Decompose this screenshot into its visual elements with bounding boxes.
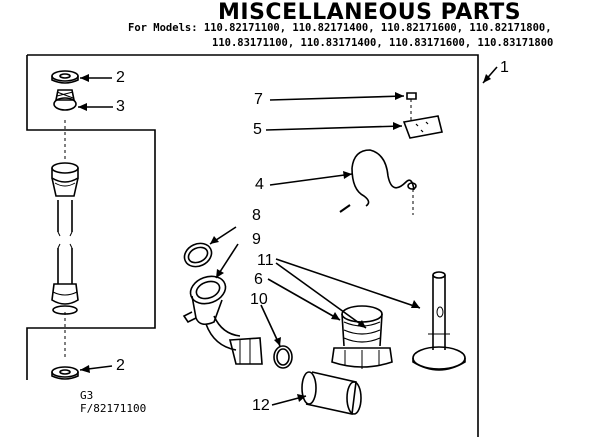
kit-enclosure-line (27, 54, 479, 437)
inlet-hose-part (51, 162, 79, 315)
leader-6 (267, 278, 341, 321)
filter-screen-part (53, 89, 77, 111)
page-title: MISCELLANEOUS PARTS (218, 0, 522, 25)
model-list-line-1: For Models: 110.82171100, 110.82171400, … (128, 22, 552, 34)
arrowhead-11-a (411, 300, 420, 308)
models-line-1: 110.82171100, 110.82171400, 110.82171600… (203, 22, 552, 34)
callout-12: 12 (252, 397, 270, 414)
arrowhead-12 (297, 394, 306, 402)
leader-11-b (275, 262, 367, 329)
washer-top-part (51, 70, 79, 84)
arrowhead-11-b (357, 320, 366, 328)
callout-8: 8 (252, 207, 261, 224)
callout-6: 6 (254, 271, 263, 288)
leader-7 (269, 95, 405, 101)
callout-5: 5 (253, 121, 262, 138)
callout-3: 3 (116, 98, 125, 115)
arrowhead-9 (216, 269, 224, 278)
o-ring-small-part (273, 345, 293, 369)
ground-wire-part (339, 149, 417, 215)
callout-10: 10 (250, 291, 268, 308)
hose-assembly-bracket (26, 55, 156, 380)
arrowhead-10 (274, 337, 281, 346)
callout-2-bottom: 2 (116, 357, 125, 374)
callout-4: 4 (255, 176, 264, 193)
leader-11-a (275, 258, 421, 309)
callout-2-top: 2 (116, 69, 125, 86)
model-list-line-2: 110.83171100, 110.83171400, 110.83171600… (212, 37, 554, 49)
callout-7: 7 (254, 91, 263, 108)
o-ring-top-part (183, 242, 213, 268)
arrowhead-6 (331, 312, 340, 320)
tube-part (301, 371, 362, 415)
arrowhead-4 (343, 171, 352, 179)
diagram-code: G3 (80, 389, 94, 402)
arrowhead-1 (483, 74, 491, 83)
washer-bottom-part (51, 366, 79, 380)
arrowhead-8 (210, 236, 219, 244)
clip-part (402, 115, 443, 139)
pin-part (412, 271, 466, 371)
threaded-fitting-part (331, 305, 393, 369)
leader-5 (265, 125, 403, 131)
arrowhead-2-bottom (80, 365, 90, 373)
figure-number: F/82171100 (80, 402, 147, 415)
models-prefix: For Models: (128, 22, 198, 34)
screw-part (406, 92, 417, 122)
arrowhead-3 (78, 103, 87, 111)
arrowhead-7 (395, 92, 404, 100)
callout-1: 1 (500, 59, 509, 76)
arrowhead-5 (393, 122, 402, 130)
arrowhead-2-top (80, 74, 89, 82)
elbow-fitting-part (182, 275, 263, 365)
callout-9: 9 (252, 231, 261, 248)
leader-4 (269, 173, 353, 186)
callout-11: 11 (257, 252, 274, 269)
